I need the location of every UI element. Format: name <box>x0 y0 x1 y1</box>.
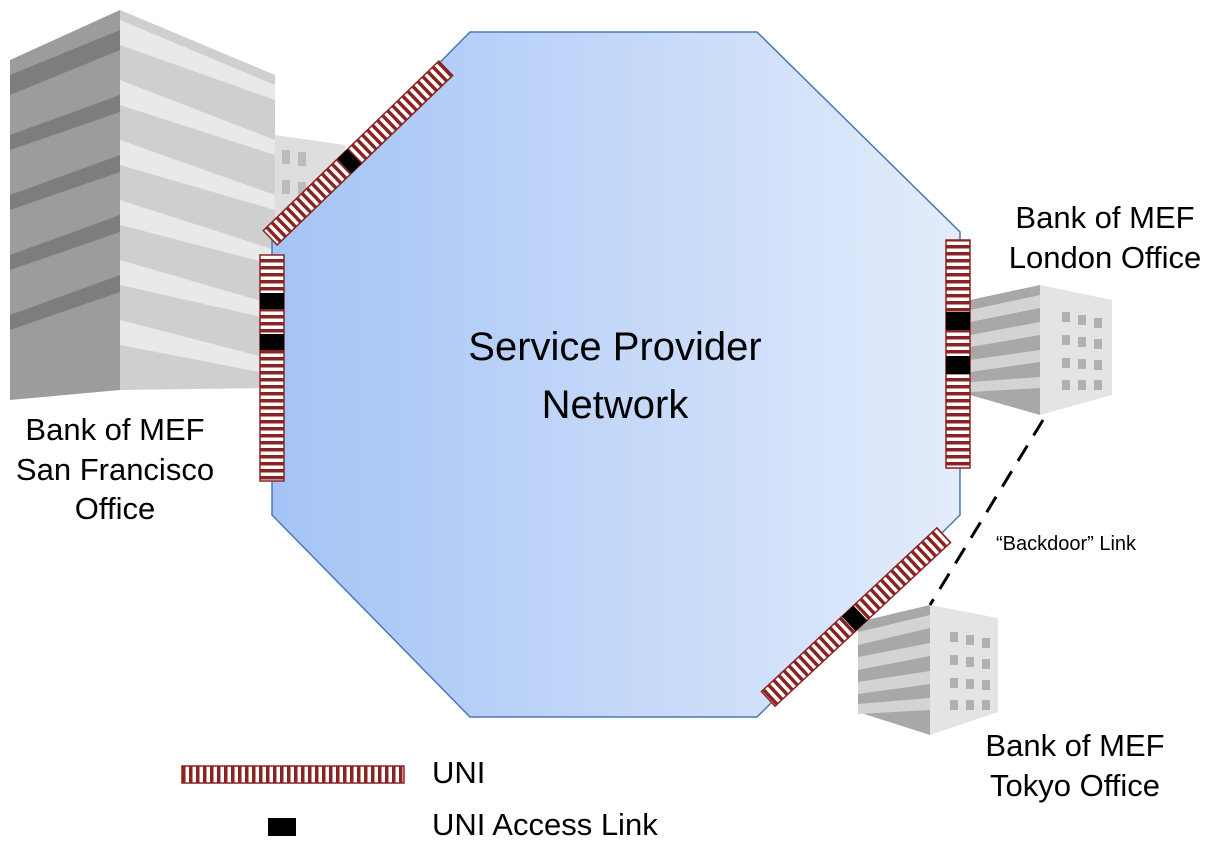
tokyo-label-line2: Tokyo Office <box>989 767 1160 803</box>
legend-access-link-symbol <box>268 818 296 836</box>
san-francisco-office-label: Bank of MEF San Francisco Office <box>0 410 230 529</box>
sf-label-line3: Office <box>74 491 156 527</box>
uni-sf-vertical <box>259 254 285 482</box>
london-label-line2: London Office <box>1008 239 1202 275</box>
san-francisco-building <box>10 10 345 400</box>
uni-access-link <box>841 605 868 632</box>
network-title: Service Provider Network <box>410 318 820 434</box>
uni-access-link <box>337 149 362 174</box>
network-title-line1: Service Provider <box>468 325 762 369</box>
uni-sf-diagonal <box>262 59 454 247</box>
uni-access-link <box>260 334 284 350</box>
uni-access-link <box>260 293 284 309</box>
legend-uni-symbol <box>181 765 405 784</box>
backdoor-link-line <box>928 419 1045 606</box>
tokyo-label-line1: Bank of MEF <box>985 728 1165 763</box>
uni-tokyo-diagonal <box>760 526 952 708</box>
tokyo-building <box>858 605 998 735</box>
london-building <box>970 285 1112 415</box>
legend-uni-label: UNI <box>432 755 486 790</box>
sf-label-line2: San Francisco <box>15 451 215 487</box>
backdoor-link-label: “Backdoor” Link <box>996 533 1137 555</box>
uni-access-link <box>946 312 970 330</box>
network-title-line2: Network <box>541 383 689 427</box>
sf-label-line1: Bank of MEF <box>25 412 205 447</box>
london-office-label: Bank of MEF London Office <box>990 198 1220 277</box>
london-label-line1: Bank of MEF <box>1015 200 1195 235</box>
tokyo-office-label: Bank of MEF Tokyo Office <box>960 726 1190 805</box>
legend-access-link-label: UNI Access Link <box>432 807 658 842</box>
uni-access-link <box>946 356 970 374</box>
uni-london-vertical <box>945 239 971 469</box>
